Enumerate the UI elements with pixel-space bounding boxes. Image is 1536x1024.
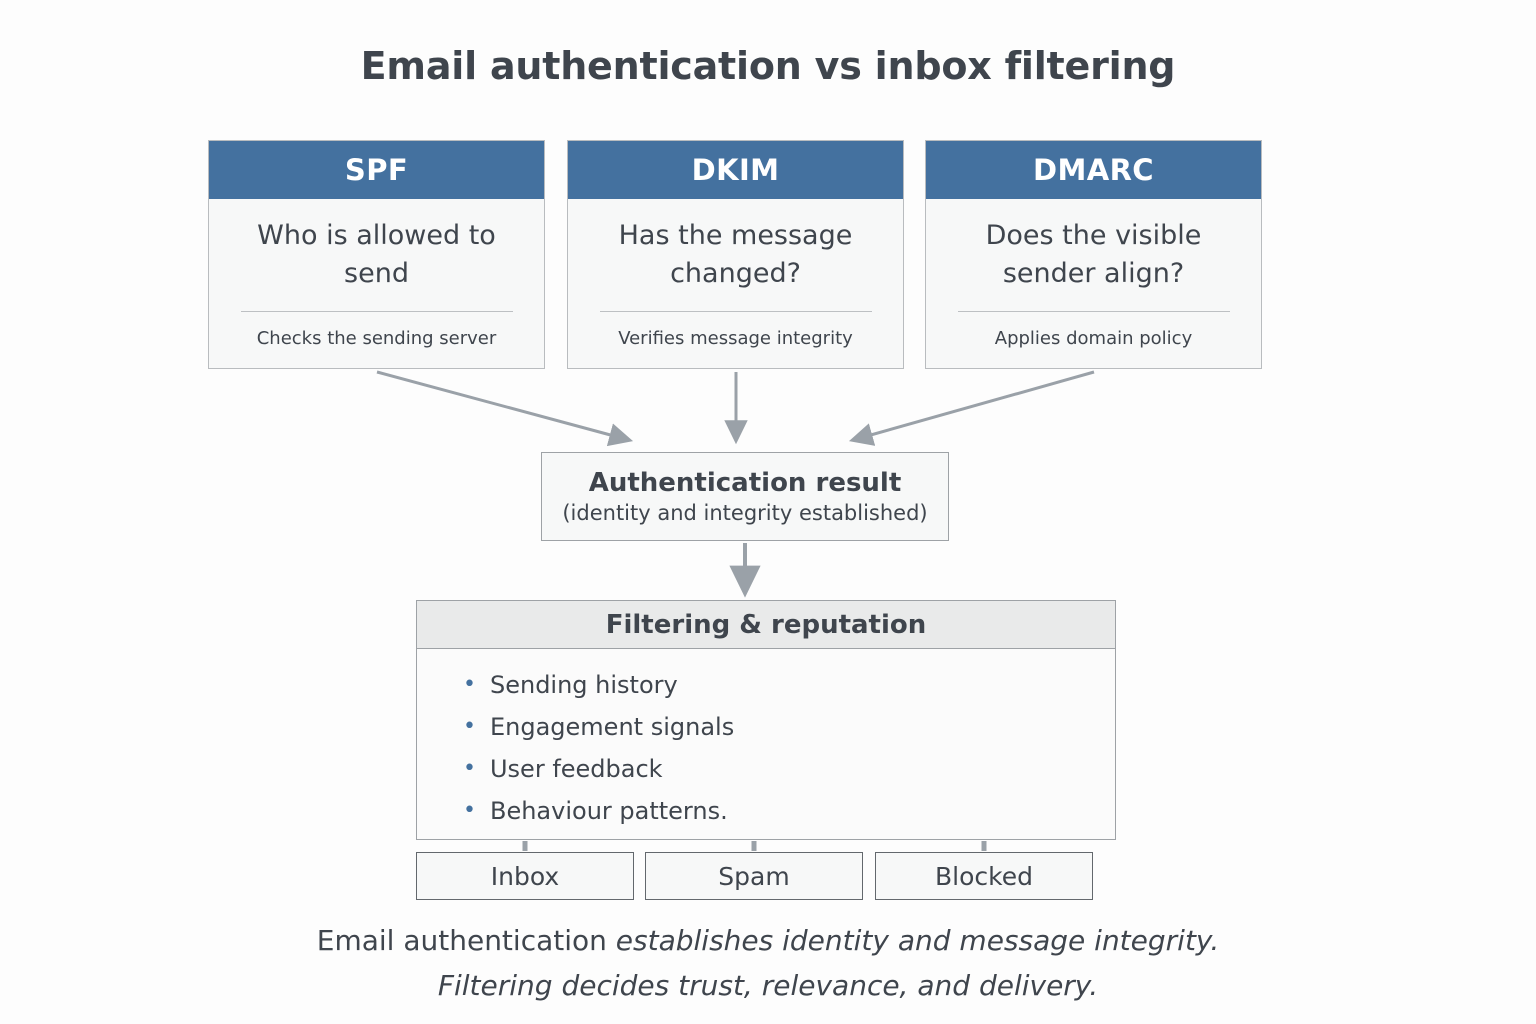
- caption-line-2: Filtering decides trust, relevance, and …: [437, 969, 1099, 1003]
- pillar-question-dkim: Has the message changed?: [618, 220, 853, 290]
- bullet-icon: •: [463, 756, 476, 781]
- pillar-header-spf: SPF: [209, 141, 544, 199]
- pillar-card-spf[interactable]: SPF Who is allowed to send Checks the se…: [208, 140, 545, 369]
- bullet-icon: •: [463, 672, 476, 697]
- pillar-divider-spf: [240, 310, 513, 312]
- list-item: • User feedback: [463, 755, 1115, 797]
- list-item-label: Engagement signals: [489, 713, 735, 741]
- arrow-spf-to-auth: [376, 370, 634, 447]
- list-item-label: Behaviour patterns.: [489, 797, 728, 825]
- outcome-box-spam[interactable]: Spam: [645, 852, 863, 900]
- outcome-box-inbox[interactable]: Inbox: [416, 852, 634, 900]
- filtering-reputation-panel[interactable]: Filtering & reputation • Sending history…: [416, 600, 1116, 840]
- bullet-icon: •: [463, 798, 476, 823]
- caption-line-1-upright: Email authentication: [316, 924, 616, 957]
- authentication-result-box[interactable]: Authentication result (identity and inte…: [541, 452, 949, 541]
- caption-line-1: Email authentication establishes identit…: [0, 918, 1536, 963]
- caption-line-1-italic: establishes identity and message integri…: [615, 924, 1220, 957]
- pillar-question-spf: Who is allowed to send: [257, 220, 496, 290]
- pillar-question-dmarc: Does the visible sender align?: [985, 220, 1202, 290]
- pillar-card-dkim[interactable]: DKIM Has the message changed? Verifies m…: [567, 140, 904, 369]
- pillar-card-dmarc[interactable]: DMARC Does the visible sender align? App…: [925, 140, 1262, 369]
- page-title: Email authentication vs inbox filtering: [360, 44, 1176, 88]
- filtering-panel-header: Filtering & reputation: [417, 601, 1115, 649]
- pillar-note-dkim: Verifies message integrity: [618, 327, 853, 349]
- pillar-body-dmarc: Does the visible sender align? Applies d…: [926, 199, 1261, 368]
- arrow-dmarc-to-auth: [848, 370, 1095, 446]
- authentication-result-subtitle: (identity and integrity established): [562, 501, 928, 525]
- list-item-label: User feedback: [489, 755, 663, 783]
- pillar-divider-dkim: [599, 310, 872, 312]
- filtering-factor-list: • Sending history • Engagement signals •…: [417, 649, 1115, 839]
- list-item: • Sending history: [463, 671, 1115, 713]
- list-item: • Engagement signals: [463, 713, 1115, 755]
- pillar-note-spf: Checks the sending server: [256, 327, 497, 349]
- pillar-body-spf: Who is allowed to send Checks the sendin…: [209, 199, 544, 368]
- list-item-label: Sending history: [489, 671, 678, 699]
- pillar-body-dkim: Has the message changed? Verifies messag…: [568, 199, 903, 368]
- authentication-result-title: Authentication result: [588, 468, 902, 498]
- bullet-icon: •: [463, 714, 476, 739]
- pillar-header-dmarc: DMARC: [926, 141, 1261, 199]
- outcome-box-blocked[interactable]: Blocked: [875, 852, 1093, 900]
- pillar-note-dmarc: Applies domain policy: [994, 327, 1193, 349]
- pillar-header-dkim: DKIM: [568, 141, 903, 199]
- list-item: • Behaviour patterns.: [463, 797, 1115, 839]
- pillar-divider-dmarc: [957, 310, 1230, 312]
- footer-caption: Email authentication establishes identit…: [0, 918, 1536, 1009]
